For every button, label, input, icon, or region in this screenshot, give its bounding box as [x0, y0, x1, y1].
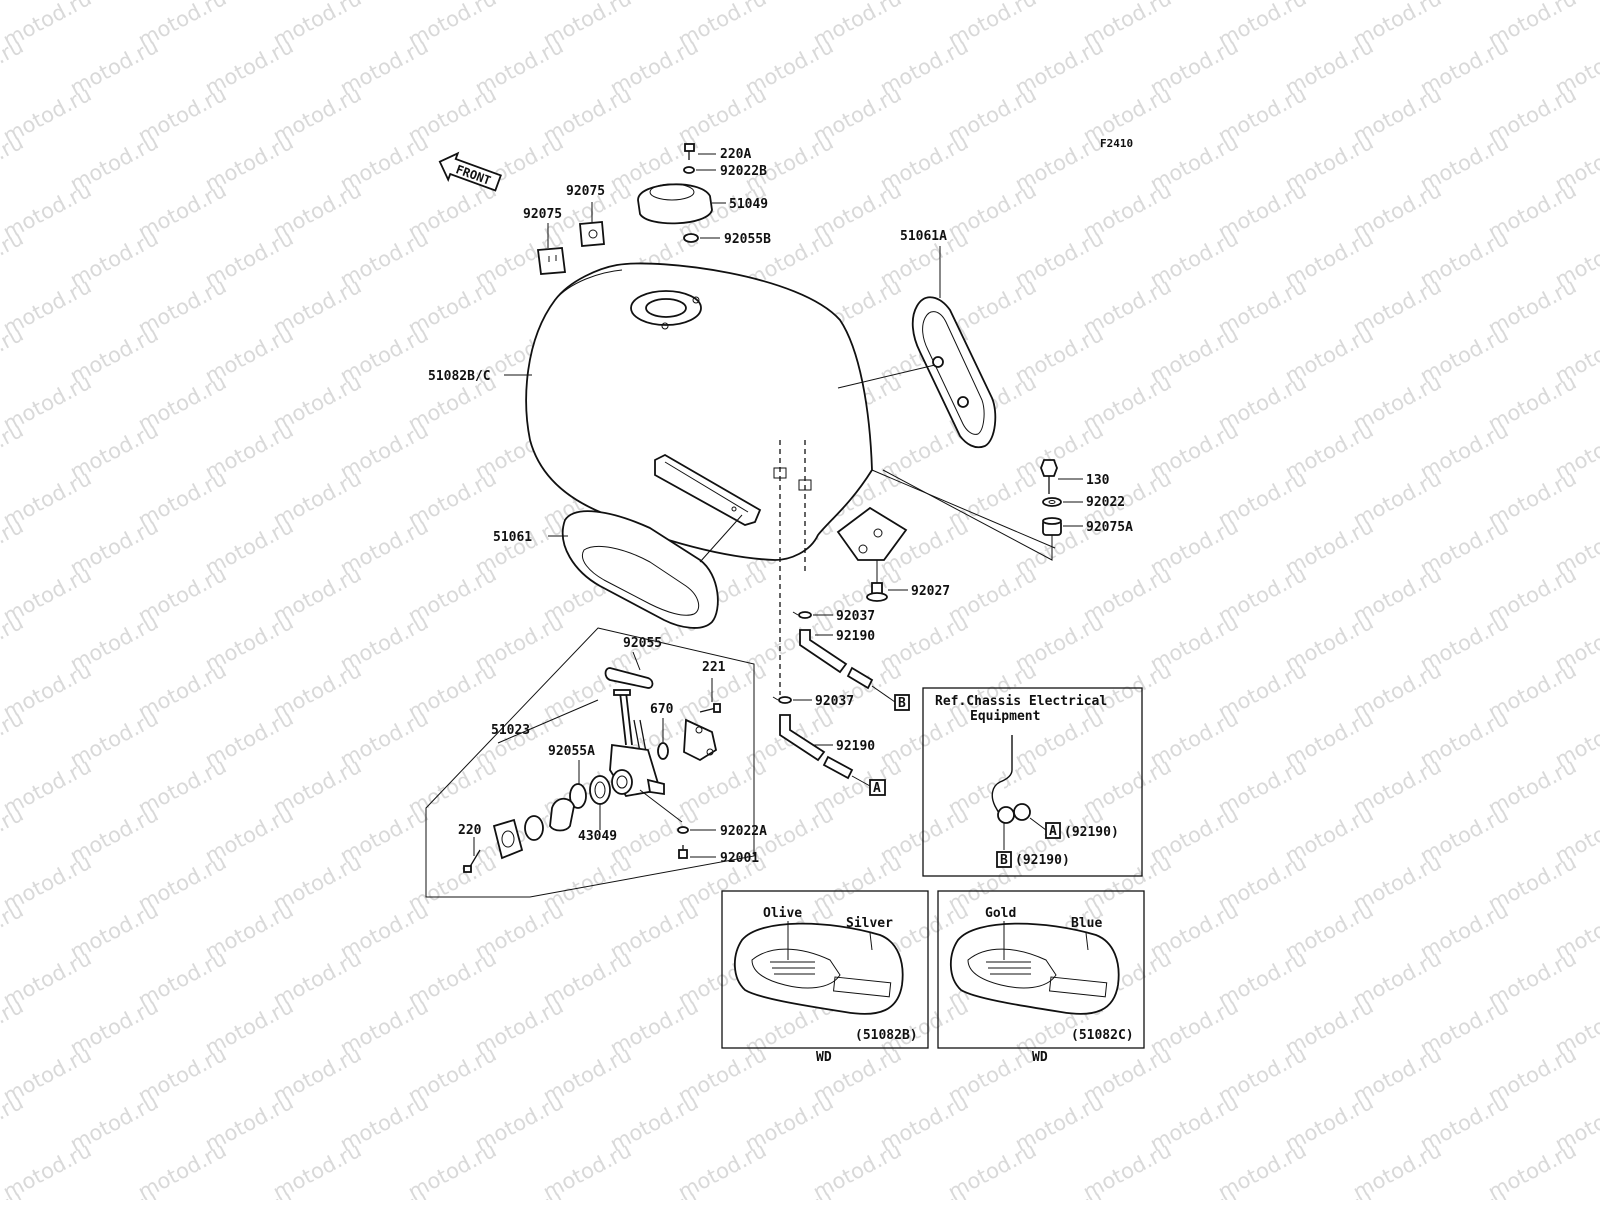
fuel-tap-assembly-frame [425, 627, 755, 898]
variant2-color2: Blue [1071, 916, 1102, 931]
side-cover-left [561, 510, 719, 629]
washer-92022 [1042, 497, 1062, 507]
label-92190-upper: 92190 [836, 629, 875, 644]
label-220A: 220A [720, 147, 751, 162]
rubber-damper-1 [579, 221, 605, 247]
collar-92027 [866, 582, 888, 602]
ref-B-part: (92190) [1015, 853, 1070, 868]
damper-92075A [1042, 517, 1062, 536]
label-43049: 43049 [578, 829, 617, 844]
o-ring-670 [657, 742, 669, 760]
label-92075-upper: 92075 [566, 184, 605, 199]
fuel-tap-body [609, 689, 665, 797]
variant2-code: (51082C) [1071, 1028, 1134, 1043]
variant-box-51082C: Gold Blue (51082C) [937, 890, 1145, 1049]
mount-bolt-130 [1040, 459, 1058, 494]
connector-B: B [894, 694, 910, 711]
tap-plate [492, 818, 524, 860]
ref-chassis-electrical-box: Ref.Chassis Electrical Equipment A (9219… [922, 687, 1143, 877]
watermark-text: motod.ru [201, 1186, 297, 1200]
label-51049: 51049 [729, 197, 768, 212]
rubber-damper-2 [536, 247, 567, 275]
watermark-text: motod.ru [471, 1186, 567, 1200]
label-51061A: 51061A [900, 229, 947, 244]
variant-box-51082B: Olive Silver (51082B) [721, 890, 929, 1049]
variant1-code: (51082B) [855, 1028, 918, 1043]
label-92075-lower: 92075 [523, 207, 562, 222]
variant2-tag: WD [1032, 1050, 1048, 1065]
label-51023: 51023 [491, 723, 530, 738]
side-cover-right [911, 296, 997, 449]
label-220: 220 [458, 823, 482, 838]
watermark-text: motod.ru [1146, 1186, 1242, 1200]
watermark-text: motod.ru [66, 1186, 162, 1200]
figure-code: F2410 [1100, 137, 1133, 150]
variant1-color2: Silver [846, 916, 893, 931]
connector-A-label: A [873, 781, 881, 796]
connector-A: A [869, 779, 886, 796]
clamp-upper [792, 611, 812, 619]
label-92001: 92001 [720, 851, 759, 866]
watermark-text: motod.ru [1011, 1186, 1107, 1200]
connector-B-label: B [898, 696, 906, 711]
watermark-text: motod.ru [876, 1186, 972, 1200]
label-92022B: 92022B [720, 164, 767, 179]
tap-bowl [549, 797, 575, 832]
bolt-92001 [678, 845, 688, 859]
label-92037-upper: 92037 [836, 609, 875, 624]
label-92055B: 92055B [724, 232, 771, 247]
label-92055A: 92055A [548, 744, 595, 759]
hose-upper [799, 629, 874, 690]
hose-lower [779, 714, 854, 780]
label-92027: 92027 [911, 584, 950, 599]
label-670: 670 [650, 702, 674, 717]
cap-o-ring [683, 233, 699, 243]
label-92075A: 92075A [1086, 520, 1133, 535]
washer-92022A [677, 826, 689, 834]
label-92190-lower: 92190 [836, 739, 875, 754]
o-ring-92055A [569, 783, 587, 809]
label-92037-lower: 92037 [815, 694, 854, 709]
watermark-text: motod.ru [1281, 1186, 1377, 1200]
label-130: 130 [1086, 473, 1110, 488]
fuel-cap [637, 183, 713, 225]
screw-221 [699, 703, 721, 713]
label-51061: 51061 [493, 530, 532, 545]
ref-A-part: (92190) [1064, 825, 1119, 840]
fuel-tap-lever [683, 718, 718, 762]
variant1-tag: WD [816, 1050, 832, 1065]
watermark-text: motod.ru [336, 1186, 432, 1200]
label-51082BC: 51082B/C [428, 369, 491, 384]
tap-seal [524, 815, 544, 841]
screw-220 [463, 849, 481, 873]
ref-box-title: Ref.Chassis Electrical [935, 694, 1107, 709]
watermark-text: motod.ru [741, 1186, 837, 1200]
cap-bolt [683, 143, 695, 174]
ref-connector-A: A [1049, 824, 1057, 839]
label-92055: 92055 [623, 636, 662, 651]
filter-43049 [589, 775, 611, 805]
watermark-text: motod.ru [1416, 1186, 1512, 1200]
label-92022: 92022 [1086, 495, 1125, 510]
variant1-color1: Olive [763, 906, 802, 921]
gasket-92055 [604, 667, 654, 689]
watermark-text: motod.ru [1551, 1186, 1600, 1200]
variant2-color1: Gold [985, 906, 1016, 921]
ref-connector-B: B [1000, 853, 1008, 868]
fuel-tank [525, 262, 908, 561]
label-92022A: 92022A [720, 824, 767, 839]
ref-box-subtitle: Equipment [970, 709, 1040, 724]
watermark-text: motod.ru [606, 1186, 702, 1200]
watermark-text: motod.ru [0, 0, 27, 4]
label-221: 221 [702, 660, 726, 675]
clamp-lower [772, 696, 792, 704]
